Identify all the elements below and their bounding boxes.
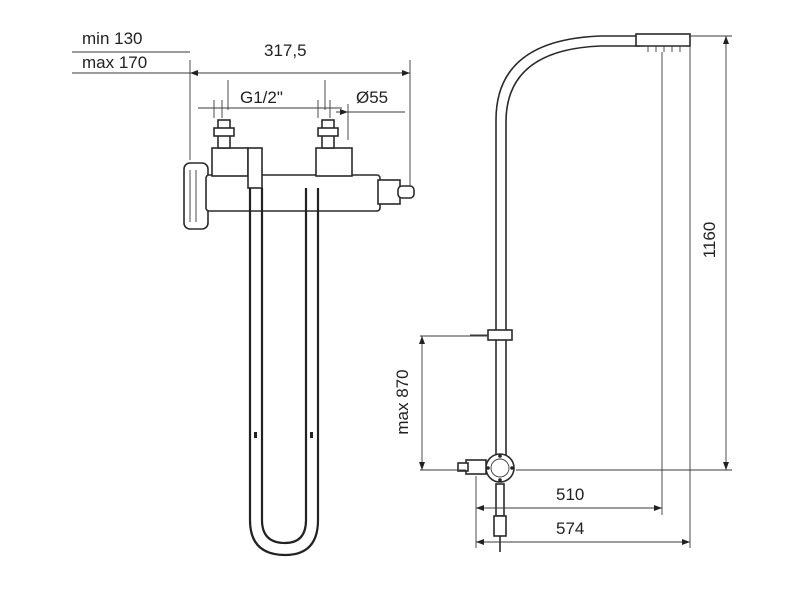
diameter-label: Ø55 — [356, 88, 388, 107]
height-dimension — [516, 35, 732, 471]
depth-outer-label: 574 — [556, 519, 584, 538]
inlet-nut-right — [315, 147, 353, 177]
thread-label: G1/2" — [240, 88, 283, 107]
inlet-nut-left — [211, 147, 249, 177]
outlet-nozzle — [397, 185, 415, 199]
max-height-label: max 870 — [393, 369, 412, 434]
width-label: 317,5 — [264, 41, 307, 60]
min-depth-label: min 130 — [82, 29, 142, 48]
width-dimension — [72, 51, 411, 186]
shower-head — [635, 33, 691, 47]
lower-outlet — [495, 483, 505, 517]
diameter-dimension — [336, 104, 405, 140]
thread-dimension — [198, 80, 342, 118]
height-label: 1160 — [700, 222, 719, 259]
shower-hose — [248, 188, 320, 557]
column-side-view: 1160 max 870 510 574 — [393, 33, 732, 552]
mixer-side-view: min 130 max 170 317,5 G1/2" Ø55 — [72, 29, 415, 557]
depth-inner-label: 510 — [556, 485, 584, 504]
max-height-dimension — [419, 335, 488, 471]
shower-column-pipe — [495, 35, 640, 460]
hose-connector — [247, 147, 263, 189]
max-depth-label: max 170 — [82, 53, 147, 72]
wall-bracket — [487, 329, 513, 341]
depth-outer-dimension — [476, 46, 691, 548]
depth-inner-dimension — [475, 52, 663, 548]
mixer-body — [205, 174, 381, 212]
mixer-inlet-front — [465, 459, 487, 475]
mixer-front-knob — [485, 453, 515, 483]
